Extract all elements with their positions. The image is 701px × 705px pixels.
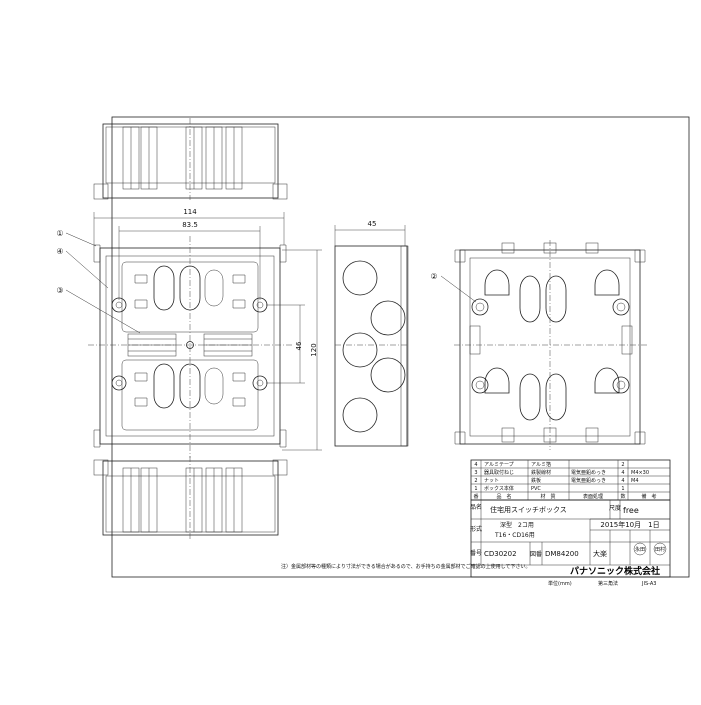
product-name: 住宅用スイッチボックス [490, 505, 567, 514]
callout-2: ② [430, 272, 437, 281]
approver-mark: 大楽 [593, 549, 607, 558]
header-remark: 備 考 [641, 493, 656, 500]
header-material: 材 質 [540, 493, 555, 500]
header-name: 品 名 [496, 493, 511, 500]
drawing-value: DM84200 [545, 550, 579, 558]
dim-overall-width: 114 [183, 208, 197, 216]
part2-qty: 4 [621, 478, 624, 484]
type-line-2: T16・CD16用 [494, 532, 535, 539]
type-line-1: 深型 2コ用 [500, 521, 534, 529]
part1-name: ボックス本体 [484, 485, 514, 492]
parts-list: 4 アルミテープ アルミ箔 2 3 器具取付ねじ 鉄製線材 電気亜鉛めっき 4 … [470, 459, 671, 501]
stamp-1-seal [633, 542, 647, 556]
drawing-date: 2015年10月 1日 [600, 520, 659, 529]
back-view: ② [430, 240, 648, 450]
stamp-2-seal [653, 542, 667, 556]
part4-qty: 2 [621, 462, 624, 468]
part2-remark: M4 [631, 478, 639, 484]
number-value: CD30202 [484, 550, 517, 558]
part1-qty: 1 [621, 486, 624, 492]
label-name: 品名 [470, 503, 482, 511]
part3-name: 器具取付ねじ [484, 469, 514, 476]
stamp-1: 永田 [635, 546, 645, 553]
front-view: 114 83.5 [56, 208, 322, 458]
company-name: パナソニック株式会社 [570, 565, 660, 577]
dim-overall-height: 120 [310, 343, 318, 356]
projection-label: 第三角法 [598, 580, 618, 587]
part3-qty: 4 [621, 470, 624, 476]
part1-material: PVC [531, 486, 541, 492]
part3-finish: 電気亜鉛めっき [571, 469, 606, 476]
standard-label: JIS-A3 [641, 581, 656, 587]
unit-label: 単位(mm) [548, 580, 572, 587]
top-view [93, 118, 288, 200]
part2-no: 2 [474, 478, 477, 484]
label-type: 形式 [470, 525, 482, 533]
dim-inner-height: 46 [295, 341, 303, 350]
header-finish: 表面処理 [583, 493, 603, 500]
title-block: 品名 住宅用スイッチボックス 尺度 free 形式 深型 2コ用 T16・CD1… [470, 499, 671, 578]
callout-1: ① [56, 229, 63, 238]
label-scale: 尺度 [609, 504, 621, 512]
part2-name: ナット [484, 478, 499, 484]
callout-4: ④ [56, 247, 63, 256]
part3-remark: M4×30 [631, 470, 649, 476]
part2-material: 鉄板 [531, 477, 541, 484]
side-view: 45 [334, 220, 409, 447]
label-drawing: 図番 [530, 551, 542, 558]
part4-material: アルミ箔 [531, 461, 551, 468]
part4-no: 4 [474, 462, 477, 468]
part1-no: 1 [474, 486, 477, 492]
part3-no: 3 [474, 470, 477, 476]
header-qty: 数 [620, 493, 625, 500]
label-number: 番号 [470, 550, 482, 557]
part2-finish: 電気亜鉛めっき [571, 477, 606, 484]
part3-material: 鉄製線材 [531, 469, 551, 476]
callout-3: ③ [56, 286, 63, 295]
dim-depth: 45 [368, 220, 377, 228]
part4-name: アルミテープ [484, 462, 514, 468]
note: 注）金属部材等の種類により寸法ができる場合があるので、お手持ちの金属部材でご確認… [281, 563, 530, 570]
header-no: 番 [473, 493, 478, 500]
bottom-view [93, 456, 288, 540]
sheet-border [111, 116, 690, 578]
stamp-2: 田村 [655, 546, 665, 553]
scale-value: free [623, 506, 639, 515]
dim-inner-width: 83.5 [182, 221, 198, 229]
